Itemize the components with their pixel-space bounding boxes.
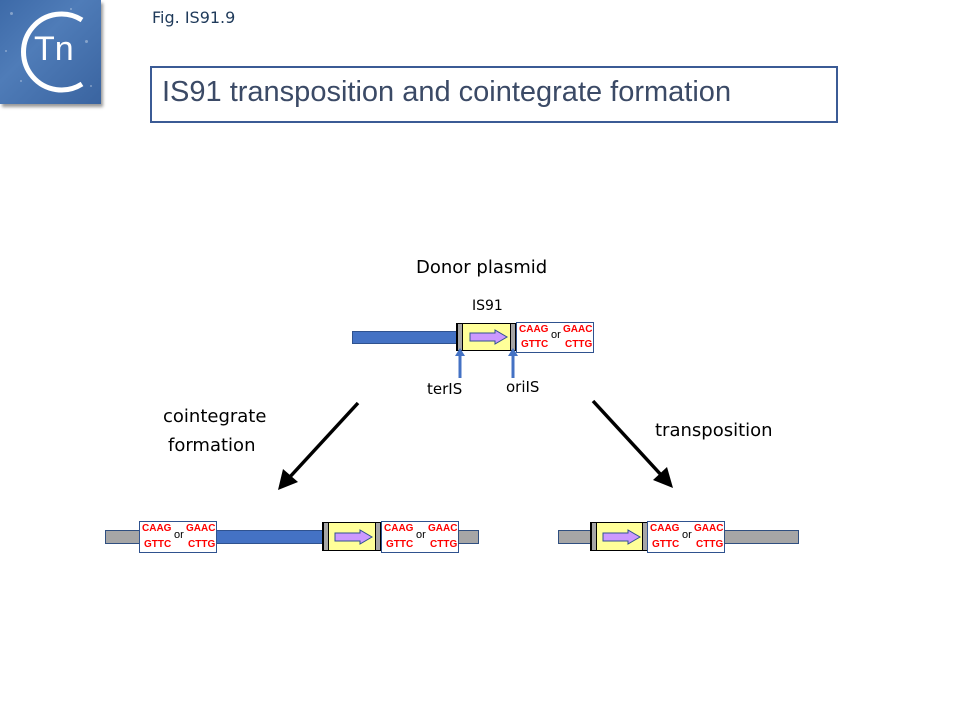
transposition-arrow-icon: [591, 399, 673, 488]
seq-top-left: CAAG: [142, 523, 172, 534]
is91-element: [456, 323, 517, 351]
seq-bottom-right: CTTG: [430, 539, 458, 550]
is-right-end: [510, 324, 516, 350]
transposase-arrow-icon: [334, 529, 373, 545]
seq-or: or: [416, 529, 426, 541]
oriIS-pointer-icon: [508, 348, 518, 378]
transposition-label: transposition: [655, 420, 773, 441]
cointegrate-label-line2: formation: [168, 435, 256, 456]
seq-bottom-left: GTTC: [521, 339, 549, 350]
seq-top-right: GAAC: [428, 523, 458, 534]
c-ring-icon: [21, 11, 84, 93]
is-left-end: [591, 523, 597, 550]
seq-top-right: GAAC: [186, 523, 216, 534]
transposase-arrow-icon: [602, 529, 641, 545]
is91-label: IS91: [472, 298, 503, 314]
seq-top-right: GAAC: [694, 523, 724, 534]
terIS-label: terIS: [427, 380, 463, 398]
transposition-seq-box: CAAG GTTC or GAAC CTTG: [647, 521, 725, 553]
seq-bottom-right: CTTG: [696, 539, 724, 550]
terIS-pointer-icon: [455, 348, 465, 378]
cointegrate-seq-box-right: CAAG GTTC or GAAC CTTG: [381, 521, 459, 553]
seq-bottom-left: GTTC: [386, 539, 414, 550]
seq-bottom-right: CTTG: [188, 539, 216, 550]
is-left-end: [323, 523, 329, 550]
transposase-arrow-icon: [469, 329, 508, 345]
cointegrate-seq-box-left: CAAG GTTC or GAAC CTTG: [139, 521, 217, 553]
seq-or: or: [682, 529, 692, 541]
figure-label: Fig. IS91.9: [152, 8, 236, 27]
seq-top-left: CAAG: [519, 324, 549, 335]
donor-backbone: [352, 331, 458, 344]
cointegrate-label-line1: cointegrate: [163, 406, 267, 427]
oriIS-label: oriIS: [506, 378, 540, 396]
cointegrate-target-left: [105, 530, 141, 544]
end-pointers: [455, 348, 518, 378]
donor-plasmid-label: Donor plasmid: [416, 257, 548, 278]
target-sequence-box: CAAG GTTC or GAAC CTTG: [516, 322, 594, 353]
logo-text: Tn: [34, 30, 74, 68]
transposition-target-right: [724, 530, 799, 544]
title-box: [150, 66, 838, 123]
cointegrate-arrow-icon: [278, 401, 360, 490]
is-left-end: [457, 324, 463, 350]
seq-bottom-left: GTTC: [144, 539, 172, 550]
seq-bottom-left: GTTC: [652, 539, 680, 550]
seq-or: or: [551, 329, 561, 341]
seq-or: or: [174, 529, 184, 541]
tn-logo: Tn: [0, 0, 101, 104]
cointegrate-is91-element: [322, 522, 382, 551]
seq-bottom-right: CTTG: [565, 339, 593, 350]
transposition-target-left: [558, 530, 592, 544]
page-title: IS91 transposition and cointegrate forma…: [162, 76, 732, 108]
is-right-end: [375, 523, 381, 550]
transposition-is91-element: [590, 522, 649, 551]
cointegrate-target-right: [458, 530, 479, 544]
cointegrate-donor-backbone: [216, 530, 324, 544]
seq-top-left: CAAG: [384, 523, 414, 534]
seq-top-right: GAAC: [563, 324, 593, 335]
seq-top-left: CAAG: [650, 523, 680, 534]
